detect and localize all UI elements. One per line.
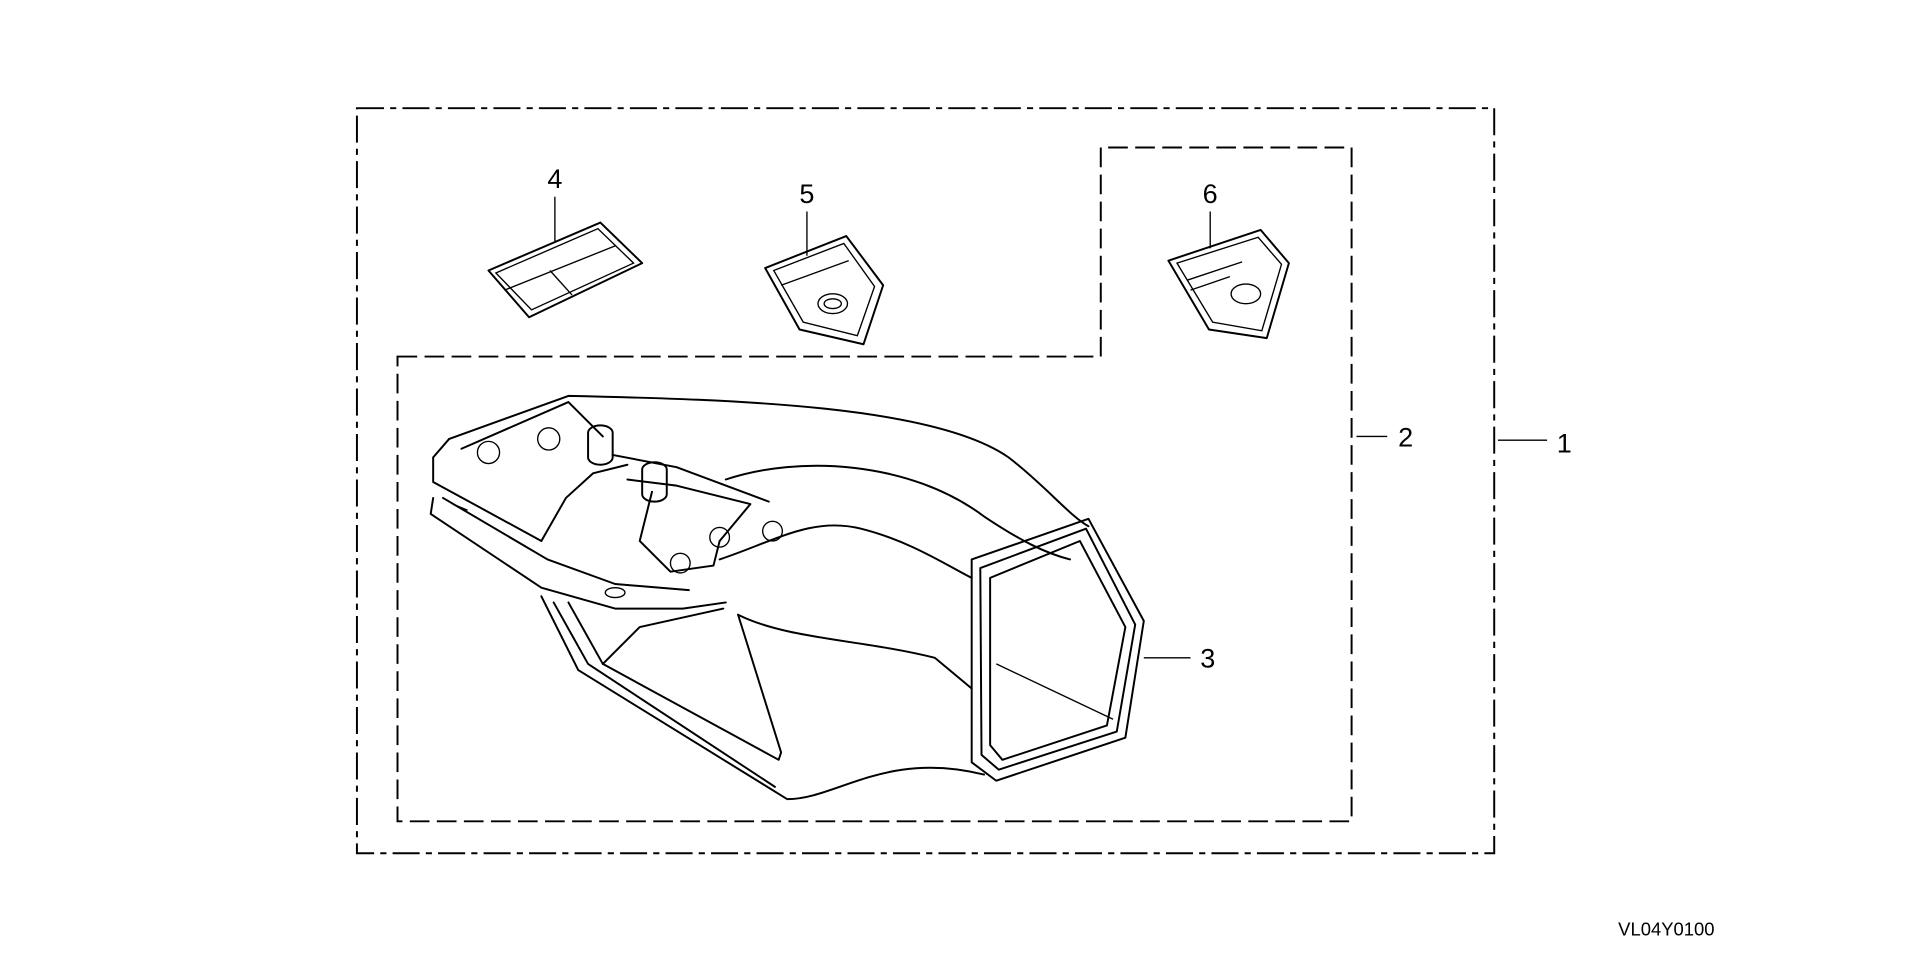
diagram-code: VL04Y0100 [1618, 919, 1714, 940]
callout-2[interactable]: 2 [1398, 422, 1413, 452]
kit-boundary-1 [355, 107, 1496, 855]
callout-5[interactable]: 5 [799, 179, 814, 209]
part-4-label-sticker[interactable] [487, 221, 644, 319]
callout-3[interactable]: 3 [1200, 644, 1215, 674]
part-3-air-duct[interactable] [429, 394, 1145, 801]
callout-4[interactable]: 4 [547, 164, 562, 194]
callout-1[interactable]: 1 [1557, 428, 1572, 458]
assembly-boundary-2 [396, 146, 1353, 823]
part-5-emblem-sticker[interactable] [764, 235, 885, 346]
callout-6[interactable]: 6 [1203, 179, 1218, 209]
part-6-emblem-sticker[interactable] [1167, 228, 1290, 340]
